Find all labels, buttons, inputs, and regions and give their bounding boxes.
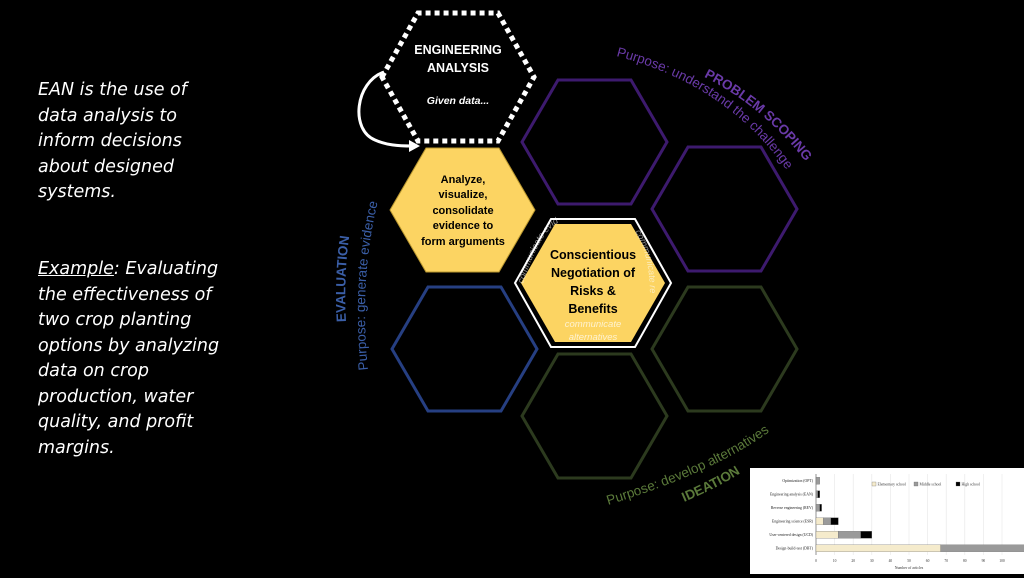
- inset-bar-segment: [940, 544, 1024, 552]
- inset-tick-label: 0: [815, 559, 817, 563]
- inset-bar-segment: [815, 490, 819, 498]
- inset-bar-segment: [817, 490, 820, 498]
- inset-bar-chart: 0 10 20 30 40 50 60 70 80 90 100 Optimization (OPT)…: [769, 474, 1024, 570]
- inset-tick-label: 20: [851, 559, 855, 563]
- inset-legend-label: Middle school: [920, 483, 942, 487]
- inset-category-label: Reverse engineering (REV): [771, 506, 814, 510]
- inset-bar-segment: [860, 531, 872, 539]
- center-hex-fill: [521, 224, 665, 342]
- inset-bar-segment: [819, 504, 822, 512]
- problem-scoping-hex-2: [650, 145, 799, 273]
- evaluation-title: EVALUATION: [333, 235, 352, 323]
- negotiation-line-1: Conscientious: [550, 248, 636, 262]
- inset-legend-swatch: [955, 481, 961, 487]
- loop-arrow: [357, 70, 413, 148]
- negotiation-line-4: Benefits: [568, 302, 617, 316]
- inset-legend-swatch: [871, 481, 877, 487]
- inset-tick-label: 60: [926, 559, 930, 563]
- inset-tick-label: 50: [907, 559, 911, 563]
- evaluation-hex-analyze: [389, 147, 536, 273]
- analyze-line-5: form arguments: [421, 236, 505, 248]
- inset-tick-label: 90: [982, 559, 986, 563]
- center-hex: [513, 218, 673, 348]
- inset-tick-label: 10: [833, 559, 837, 563]
- analyze-line-1: Analyze,: [441, 174, 486, 186]
- inset-tick-label: 100: [999, 559, 1005, 563]
- inset-x-label: Number of articles: [895, 566, 924, 570]
- engineering-analysis-title-1: ENGINEERING: [414, 43, 502, 57]
- inset-tick-label: 30: [870, 559, 874, 563]
- inset-legend-swatch: [913, 481, 919, 487]
- communicate-alternatives-1: communicate: [565, 319, 622, 330]
- problem-scoping-hex-1: [520, 78, 669, 206]
- inset-tick-label: 80: [963, 559, 967, 563]
- intro-text: EAN is the use of data analysis to infor…: [38, 80, 187, 202]
- inset-tick-label: 40: [889, 559, 893, 563]
- engineering-analysis-title-2: ANALYSIS: [427, 61, 489, 75]
- negotiation-line-3: Risks &: [570, 284, 616, 298]
- example-text: Example: Evaluating the effectiveness of…: [38, 257, 228, 461]
- ideation-hex-1: [650, 285, 799, 413]
- inset-tick-label: 70: [944, 559, 948, 563]
- example-body: : Evaluating the effectiveness of two cr…: [38, 259, 220, 458]
- inset-bar-segment: [815, 544, 941, 552]
- ideation-hex-2: [520, 352, 669, 480]
- problem-scoping-title: PROBLEM SCOPING: [703, 66, 816, 163]
- loop-arrow-head: [409, 140, 420, 152]
- engineering-analysis-hex: [379, 10, 537, 144]
- inset-category-label: User-centered design (UCD): [769, 533, 813, 537]
- inset-category-label: Design-build-test (DBT): [776, 547, 814, 551]
- inset-chart: 0 10 20 30 40 50 60 70 80 90 100 Optimization (OPT)…: [750, 468, 1024, 574]
- inset-category-label: Engineering analysis (EAN): [770, 493, 814, 497]
- inset-legend-label: Elementary school: [878, 483, 906, 487]
- inset-category-label: Engineering science (ESR): [772, 520, 814, 524]
- analyze-line-2: visualize,: [439, 189, 488, 201]
- inset-bar-segment: [815, 504, 820, 512]
- negotiation-line-2: Negotiation of: [551, 266, 636, 280]
- inset-bar-segment: [838, 531, 861, 539]
- evaluation-purpose: Purpose: generate evidence: [353, 199, 381, 371]
- evaluation-hex-empty: [390, 285, 539, 413]
- example-label: Example: [38, 259, 114, 279]
- given-data-label: Given data...: [427, 95, 490, 107]
- inset-bar-segment: [830, 517, 839, 525]
- inset-legend-label: High school: [962, 483, 980, 487]
- inset-bar-segment: [815, 517, 824, 525]
- analyze-line-3: consolidate: [432, 205, 493, 217]
- communicate-alternatives-2: alternatives: [569, 332, 618, 343]
- inset-bar-segment: [815, 531, 839, 539]
- analyze-line-4: evidence to: [433, 220, 494, 232]
- inset-category-label: Optimization (OPT): [782, 479, 813, 483]
- inset-bar-segment: [815, 477, 820, 485]
- inset-bar-segment: [823, 517, 832, 525]
